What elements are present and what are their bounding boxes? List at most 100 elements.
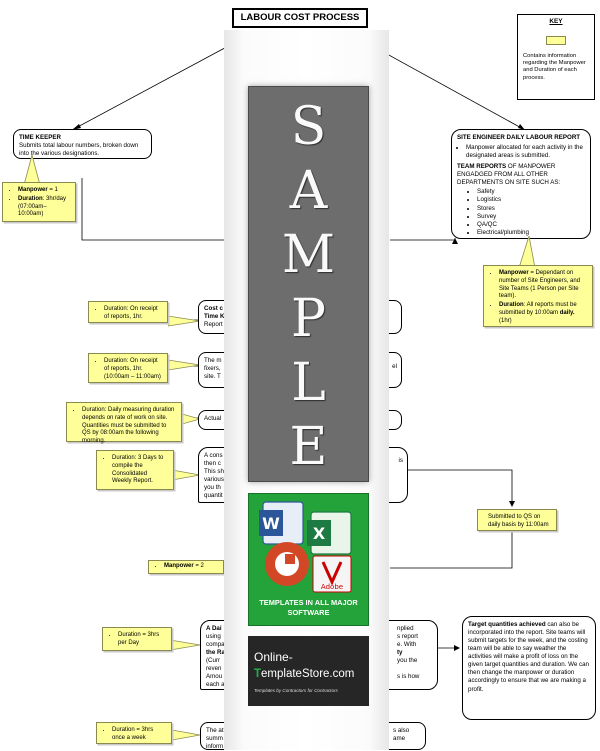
daily-line-f: reven [206,665,222,673]
daily-right-6: s is how [397,673,420,681]
daily-line-h: each a [206,681,225,689]
cost-line-b: Time K [204,313,225,321]
online-template-store-logo: Online- TemplateStore.com Templates by C… [248,636,369,706]
mp-line-a: The m [204,357,222,364]
weekly-right-2: ame [393,735,406,743]
actual-line: Actual [204,415,222,422]
duration-note-7-text: Duration = 3hrs once a week [112,727,165,743]
duration-note-3: Duration: Daily measuring duration depen… [66,402,182,444]
store-line-2: TemplateStore.com [254,668,354,680]
manpower-note-label: Manpower [164,563,194,569]
daily-line-a: A Dai [206,625,222,632]
tk-manpower-value: = 1 [47,187,58,193]
tk-duration-value: : 3hr/day (07:00am–10:00am) [18,195,67,218]
daily-line-d: the Ra [206,649,225,657]
daily-line-c: compa [206,641,225,649]
office-icons: W X Adobe [259,501,352,593]
weekly-line-c: inform [206,743,224,751]
sample-letter: M [281,225,336,285]
duration-note-6-text: Duration = 3hrs per Day [118,632,165,648]
site-engineer-box: SITE ENGINEER DAILY LABOUR REPORT Manpow… [451,129,591,239]
daily-right-4: ty [397,649,403,657]
callout-pointer [23,155,41,185]
department-item: Stores [477,205,585,213]
sample-watermark: S A M P L E [248,86,369,482]
callout-pointer [518,236,536,268]
daily-line-e: (Curr [206,657,221,665]
tk-manpower-label: Manpower [18,187,48,193]
powerpoint-icon [265,542,309,586]
consol-line-a: A cons [204,452,223,459]
sample-letter: L [291,353,326,413]
duration-note-2-text: Duration: On receipt of reports, 1hr. (1… [104,358,161,381]
consol-line-c: This sh [204,468,224,476]
store-tagline: Templates by Contractors for Contractors [254,688,338,693]
key-legend: KEY Contains information regarding the M… [517,14,595,100]
duration-note-1-text: Duration: On receipt of reports, 1hr. [104,306,161,322]
manpower-note-value: = 2 [193,563,204,569]
duration-note-2: Duration: On receipt of reports, 1hr. (1… [88,353,168,383]
time-keeper-heading: TIME KEEPER [19,134,61,141]
mp-right-fragment: el [392,363,397,370]
software-templates-badge: W X Adobe TEMPLATES IN ALL MAJOR SOFTWAR… [248,493,369,626]
se-duration-value: : All reports must be submitted by 10:00… [499,302,577,316]
daily-line-b: using [206,633,221,641]
target-bold: Target quantities achieved [468,621,546,628]
store-line-2-accent: T [254,668,262,680]
daily-line-g: Amou [206,673,223,681]
duration-note-3-text: Duration: Daily measuring duration depen… [82,407,175,446]
callout-pointer [172,469,200,481]
team-reports-label: TEAM REPORTS [457,163,507,171]
team-reports-text: OF MANPOWER ENGADGED FROM ALL OTHER DEPA… [457,163,561,187]
consol-line-b: then c [204,460,221,468]
se-manpower-label: Manpower [499,270,529,276]
weekly-line-b: summ [206,735,223,743]
daily-right-3: e. With [397,641,417,649]
store-line-1: Online- [254,650,293,664]
time-keeper-box: TIME KEEPER Submits total labour numbers… [13,129,152,159]
adobe-label: Adobe [321,583,343,591]
department-item: Electrical/plumbing [477,229,585,237]
daily-right-5: you the [397,657,418,665]
daily-right-1: nplied [397,625,414,632]
sample-letter: A [289,161,328,221]
se-duration-daily: daily. [559,309,575,316]
daily-right-2: s report [397,633,418,641]
consol-line-e: you th [204,484,221,492]
cost-line-c: Report [204,321,223,329]
weekly-right-1: s also [393,727,410,734]
site-engineer-heading: SITE ENGINEER DAILY LABOUR REPORT [457,134,581,141]
weekly-line-a: The at [206,727,224,734]
word-icon: W [262,514,280,533]
department-item: Logistics [477,196,585,204]
department-item: Survey [477,213,585,221]
sample-letter: E [289,417,328,477]
callout-pointer [168,315,200,327]
cost-line-a: Cost c [204,305,223,312]
sample-letter: P [291,289,326,349]
callout-pointer [170,639,200,651]
duration-note-4: Duration: 3 Days to compile the Consolid… [96,450,174,490]
site-engineer-bullet: Manpower allocated for each activity in … [466,144,585,160]
key-description: Contains information regarding the Manpo… [523,53,586,81]
sample-letter: S [290,97,327,157]
se-manpower-value: = Dependant on number of Site Engineers,… [499,270,581,300]
store-line-2-rest: emplateStore.com [261,668,355,680]
duration-note-7: Duration = 3hrs once a week [96,722,172,744]
manpower-note: Manpower = 2 [148,560,224,574]
consol-right-fragment: is [398,457,403,464]
callout-pointer [182,413,200,425]
department-item: Safety [477,188,585,196]
time-keeper-note: Manpower = 1 Duration: 3hr/day (07:00am–… [2,182,76,222]
mp-line-c: site. T [204,373,221,381]
submitted-note-text: Submitted to QS on daily basis by 11:00a… [488,514,549,528]
key-heading: KEY [549,18,563,25]
adobe-icon: Adobe [312,555,352,593]
page-title: LABOUR COST PROCESS [232,8,368,28]
site-engineer-note: Manpower = Dependant on number of Site E… [483,265,593,327]
callout-pointer [168,359,200,371]
se-duration-tail: (1hr) [499,317,512,324]
mp-line-b: fixers, [204,365,221,373]
consol-line-d: various [204,476,224,484]
